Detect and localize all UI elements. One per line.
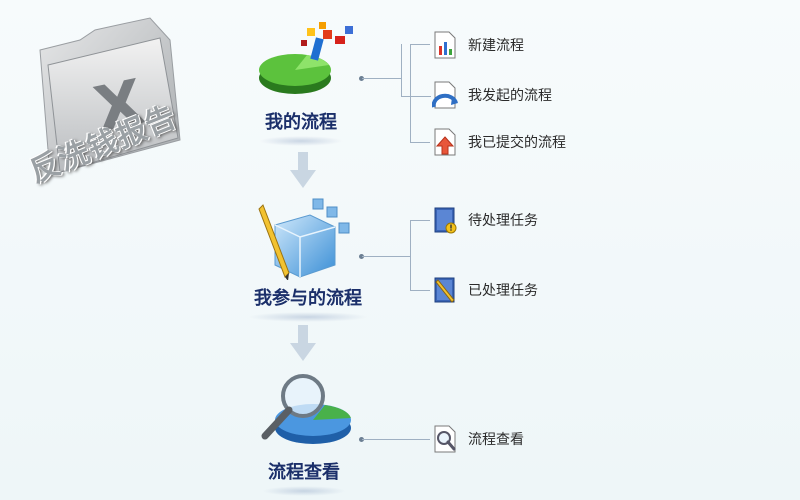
- menu-item-label: 我已提交的流程: [468, 135, 566, 151]
- arrow-down-icon: [290, 152, 316, 188]
- menu-item-initiated-process[interactable]: 我发起的流程: [432, 80, 552, 110]
- menu-item-label: 我发起的流程: [468, 88, 552, 104]
- menu-item-submitted-process[interactable]: 我已提交的流程: [432, 127, 566, 157]
- connector-dot: [359, 254, 364, 259]
- new-document-chart-icon: [434, 31, 456, 59]
- book-warning-icon: [434, 207, 457, 234]
- menu-item-label: 已处理任务: [468, 283, 538, 299]
- connector-line: [362, 439, 430, 440]
- group-title-participated-process[interactable]: 我参与的流程: [248, 284, 368, 322]
- connector-line: [410, 44, 412, 142]
- magnifier-pie-icon[interactable]: [255, 370, 355, 450]
- connector-line: [410, 142, 430, 143]
- document-refresh-icon: [432, 81, 458, 109]
- connector-dot: [359, 76, 364, 81]
- pie-chart-icon[interactable]: [255, 20, 360, 100]
- menu-item-label: 新建流程: [468, 38, 524, 54]
- connector-line: [362, 78, 402, 79]
- group-title-my-process[interactable]: 我的流程: [259, 108, 343, 146]
- group-title-process-view[interactable]: 流程查看: [262, 458, 346, 496]
- menu-item-label: 流程查看: [468, 432, 524, 448]
- connector-line: [401, 44, 403, 96]
- connector-line: [362, 256, 410, 257]
- connector-dot: [359, 437, 364, 442]
- arrow-down-icon: [290, 325, 316, 361]
- document-search-icon: [434, 425, 456, 453]
- book-pencil-icon: [434, 277, 455, 303]
- connector-line: [401, 96, 431, 97]
- connector-line: [410, 290, 430, 291]
- document-upload-icon: [434, 128, 456, 156]
- menu-item-pending-tasks[interactable]: 待处理任务: [432, 205, 538, 235]
- excel-folder-icon: X: [39, 17, 181, 176]
- cube-pencil-icon[interactable]: [255, 195, 355, 280]
- connector-line: [410, 44, 430, 45]
- menu-item-label: 待处理任务: [468, 213, 538, 229]
- menu-item-processed-tasks[interactable]: 已处理任务: [432, 275, 538, 305]
- connector-line: [410, 220, 412, 290]
- menu-item-new-process[interactable]: 新建流程: [432, 30, 524, 60]
- menu-item-process-view[interactable]: 流程查看: [432, 424, 524, 454]
- connector-line: [410, 220, 430, 221]
